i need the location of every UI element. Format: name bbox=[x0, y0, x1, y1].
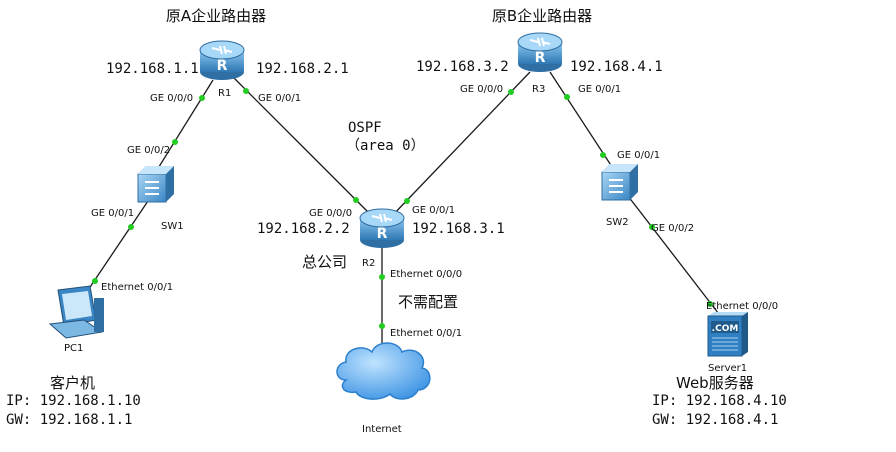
switch-sw2-icon[interactable] bbox=[601, 164, 638, 201]
r1-label: R1 bbox=[218, 88, 231, 99]
sw1-port-ge002: GE 0/0/2 bbox=[127, 145, 170, 156]
server-ip: IP: 192.168.4.10 bbox=[652, 393, 787, 409]
client-title: 客户机 bbox=[50, 374, 95, 392]
port-dot bbox=[379, 323, 385, 329]
r1-right-ip: 192.168.2.1 bbox=[256, 61, 349, 77]
pc-icon[interactable] bbox=[48, 285, 104, 339]
switch-sw1-icon[interactable] bbox=[137, 166, 174, 203]
port-dot bbox=[508, 89, 514, 95]
svg-text:R: R bbox=[377, 226, 388, 242]
sw2-port-ge002: GE 0/0/2 bbox=[651, 223, 694, 234]
r3-right-ip: 192.168.4.1 bbox=[570, 59, 663, 75]
server-port-eth: Ethernet 0/0/0 bbox=[706, 301, 778, 312]
port-dot bbox=[404, 198, 410, 204]
com-badge: .COM bbox=[712, 324, 739, 334]
link-r1-r2 bbox=[229, 73, 375, 219]
port-dot bbox=[379, 274, 385, 280]
ospf-area-label: （area 0） bbox=[346, 138, 425, 154]
pc1-label: PC1 bbox=[64, 343, 83, 354]
router-r2-icon[interactable]: R bbox=[359, 208, 405, 248]
link-r3-sw2 bbox=[549, 71, 619, 177]
r2-left-ip: 192.168.2.2 bbox=[257, 221, 350, 237]
link-sw1-pc1 bbox=[79, 197, 151, 303]
r1-port-ge001: GE 0/0/1 bbox=[258, 93, 301, 104]
link-r3-r2 bbox=[389, 71, 531, 219]
internet-cloud-icon[interactable] bbox=[336, 342, 431, 400]
sw2-label: SW2 bbox=[606, 217, 629, 228]
port-dot bbox=[243, 88, 249, 94]
server-gw: GW: 192.168.4.1 bbox=[652, 412, 778, 428]
router-r3-icon[interactable]: R bbox=[517, 32, 563, 72]
no-config-label: 不需配置 bbox=[398, 293, 458, 311]
port-dot bbox=[172, 139, 178, 145]
r2-right-ip: 192.168.3.1 bbox=[412, 221, 505, 237]
r3-port-ge001: GE 0/0/1 bbox=[578, 84, 621, 95]
server-title: Web服务器 bbox=[676, 374, 754, 392]
port-dot bbox=[564, 94, 570, 100]
r3-port-ge000: GE 0/0/0 bbox=[460, 84, 503, 95]
port-dot bbox=[649, 224, 655, 230]
router-a-title: 原A企业路由器 bbox=[166, 7, 266, 25]
port-dot bbox=[128, 224, 134, 230]
svg-text:R: R bbox=[535, 50, 546, 66]
pc1-port-eth: Ethernet 0/0/1 bbox=[101, 282, 173, 293]
client-ip: IP: 192.168.1.10 bbox=[6, 393, 141, 409]
r1-left-ip: 192.168.1.1 bbox=[106, 61, 199, 77]
r3-left-ip: 192.168.3.2 bbox=[416, 59, 509, 75]
internet-label: Internet bbox=[362, 424, 402, 435]
r2-port-ge000: GE 0/0/0 bbox=[309, 208, 352, 219]
port-dot bbox=[199, 95, 205, 101]
internet-port-eth001: Ethernet 0/0/1 bbox=[390, 328, 462, 339]
links bbox=[79, 71, 723, 352]
r3-label: R3 bbox=[532, 84, 545, 95]
port-dots bbox=[92, 88, 713, 329]
router-b-title: 原B企业路由器 bbox=[492, 7, 592, 25]
port-dot bbox=[707, 301, 713, 307]
r1-port-ge000: GE 0/0/0 bbox=[150, 93, 193, 104]
port-dot bbox=[92, 278, 98, 284]
link-sw2-server bbox=[627, 195, 723, 319]
r2-label: R2 bbox=[362, 258, 375, 269]
svg-text:R: R bbox=[217, 58, 228, 74]
port-dot bbox=[600, 152, 606, 158]
ospf-label: OSPF bbox=[348, 120, 382, 136]
router-r1-icon[interactable]: R bbox=[199, 40, 245, 80]
sw2-port-ge001: GE 0/0/1 bbox=[617, 150, 660, 161]
server1-label: Server1 bbox=[708, 363, 747, 374]
client-gw: GW: 192.168.1.1 bbox=[6, 412, 132, 428]
r2-port-eth000: Ethernet 0/0/0 bbox=[390, 269, 462, 280]
hq-label: 总公司 bbox=[302, 253, 347, 271]
r2-port-ge001: GE 0/0/1 bbox=[412, 205, 455, 216]
sw1-label: SW1 bbox=[161, 221, 184, 232]
sw1-port-ge001: GE 0/0/1 bbox=[91, 208, 134, 219]
port-dot bbox=[353, 197, 359, 203]
server-icon[interactable]: .COM bbox=[707, 312, 748, 357]
